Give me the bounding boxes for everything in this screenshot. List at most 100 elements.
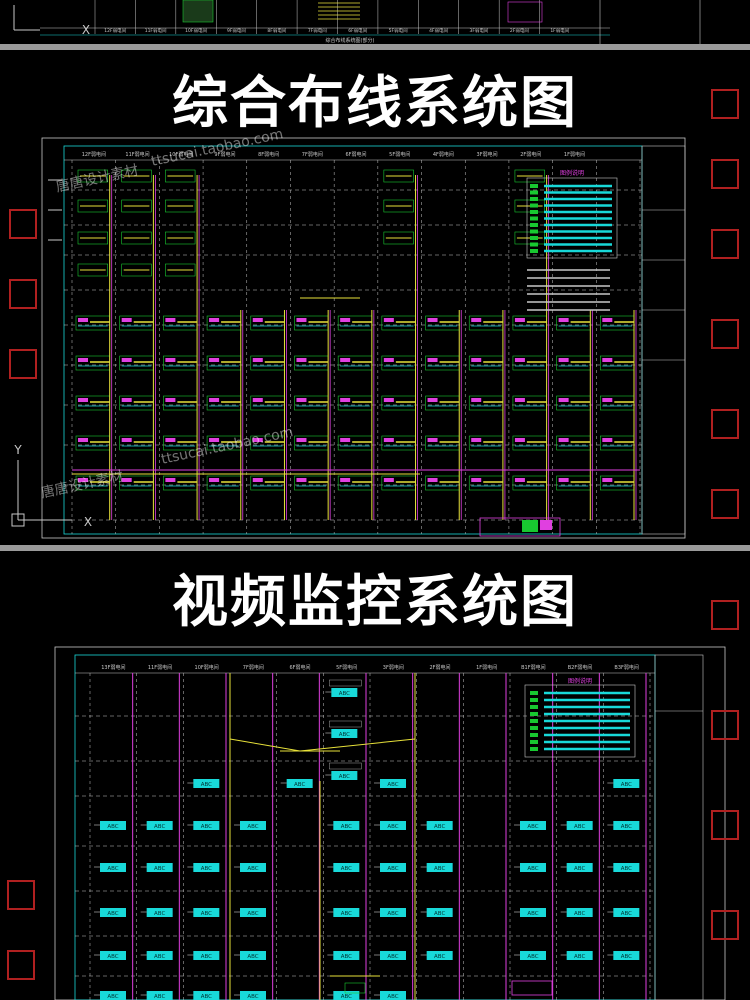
p2-floor-header-label: 5F弱电间 (336, 664, 357, 671)
p1-legend-swatch (530, 229, 538, 234)
p1-patch-panel (471, 318, 482, 322)
p1-patch-panel (383, 478, 394, 482)
p1-patch-panel (209, 358, 220, 362)
p2-floor-header-label: 3F弱电间 (383, 664, 404, 671)
p2-camera-label: ABC (387, 866, 398, 872)
p1-patch-panel (471, 398, 482, 402)
p2-camera-label: ABC (621, 824, 632, 830)
p2-camera-box (566, 908, 593, 917)
strip-floor-label: 4F弱电间 (429, 27, 448, 34)
p2-camera-label: ABC (247, 824, 258, 830)
p1-patch-panel (121, 478, 132, 482)
strip-floor-label: 3F弱电间 (469, 27, 488, 34)
p2-camera-label: ABC (201, 866, 212, 872)
p2-floor-header-label: 11F弱电间 (148, 664, 172, 671)
p2-camera-box (426, 908, 453, 917)
p1-patch-panel (78, 478, 88, 482)
p1-patch-panel (558, 398, 569, 402)
p2-camera-box (240, 908, 266, 917)
p1-patch-panel (602, 478, 613, 482)
p1-patch-panel (602, 398, 613, 402)
p1-patch-panel (165, 398, 176, 402)
p2-camera-label: ABC (107, 994, 118, 1000)
p2-camera-box (193, 991, 220, 1000)
p1-patch-panel (427, 398, 438, 402)
p2-camera-label: ABC (387, 994, 398, 1000)
separator-middle (0, 545, 750, 551)
p2-camera-label: ABC (154, 911, 165, 917)
p2-title-block (654, 654, 704, 1000)
p1-patch-panel (383, 358, 394, 362)
p2-camera-label: ABC (154, 954, 165, 960)
p2-camera-label: ABC (201, 824, 212, 830)
p1-legend-swatch (530, 236, 538, 240)
p1-patch-panel (252, 358, 263, 362)
strip-floor-label: 5F弱电间 (389, 27, 408, 34)
p1-watermark-logo (711, 159, 739, 189)
p2-camera-label: ABC (107, 824, 118, 830)
p2-camera-label: ABC (154, 994, 165, 1000)
p1-patch-panel (558, 318, 569, 322)
p1-legend-swatch (530, 216, 538, 221)
p1-patch-panel (209, 398, 220, 402)
p1-patch-panel (340, 478, 351, 482)
p2-legend-swatch (530, 705, 538, 709)
p1-watermark-logo-left (9, 349, 37, 379)
p2-camera-label: ABC (201, 782, 212, 788)
p1-patch-panel (427, 358, 438, 362)
p2-camera-tag (329, 762, 362, 770)
p1-patch-panel (383, 438, 394, 442)
p2-camera-label: ABC (527, 954, 538, 960)
p1-patch-panel (514, 438, 525, 442)
p2-camera-label: ABC (387, 911, 398, 917)
strip-floor-label: 9F弱电间 (227, 27, 246, 34)
p2-camera-label: ABC (621, 782, 632, 788)
p2-camera-box (193, 863, 220, 872)
p2-camera-box (426, 863, 453, 872)
p1-patch-panel (471, 358, 482, 362)
p1-floor-header-label: 8F弱电间 (258, 151, 279, 158)
p2-camera-box (240, 991, 266, 1000)
p2-camera-box (240, 951, 266, 960)
p2-camera-box (333, 908, 360, 917)
p1-patch-panel (78, 318, 88, 322)
p2-camera-box (380, 908, 406, 917)
p2-camera-box (566, 951, 593, 960)
p2-camera-label: ABC (574, 824, 585, 830)
strip-rack-box (507, 1, 543, 23)
p2-camera-box (520, 821, 546, 830)
p1-upper-unit (165, 263, 196, 277)
p2-camera-label: ABC (574, 866, 585, 872)
p1-patch-panel (427, 478, 438, 482)
p1-patch-panel (427, 318, 438, 322)
p2-camera-box (566, 863, 593, 872)
p1-upper-unit (77, 231, 108, 245)
p1-title-block (641, 145, 686, 535)
p2-camera-label: ABC (201, 911, 212, 917)
p2-camera-box (193, 951, 220, 960)
p1-patch-panel (514, 358, 525, 362)
strip-floor-label: 11F弱电间 (145, 27, 167, 34)
p2-link-diagonal (229, 738, 301, 752)
p1-legend-swatch (530, 184, 538, 188)
p1-floor-header-label: 10F弱电间 (169, 151, 193, 158)
p2-camera-label: ABC (341, 954, 352, 960)
p2-camera-box (566, 821, 593, 830)
p1-watermark-logo-left (9, 209, 37, 239)
p1-legend-swatch (530, 190, 538, 195)
p1-patch-panel (121, 358, 132, 362)
p1-legend-swatch (530, 203, 538, 208)
p2-camera-box (613, 779, 640, 788)
p1-legend-swatch (530, 249, 538, 253)
p1-upper-unit (121, 231, 152, 245)
p2-legend-swatch (530, 747, 538, 751)
p2-camera-label: ABC (341, 824, 352, 830)
p1-patch-panel (340, 318, 351, 322)
p2-camera-label: ABC (107, 954, 118, 960)
p1-patch-panel (121, 438, 132, 442)
p2-floor-header-label: 7F弱电间 (243, 664, 264, 671)
p1-upper-unit (514, 169, 545, 183)
p1-upper-unit (121, 263, 152, 277)
